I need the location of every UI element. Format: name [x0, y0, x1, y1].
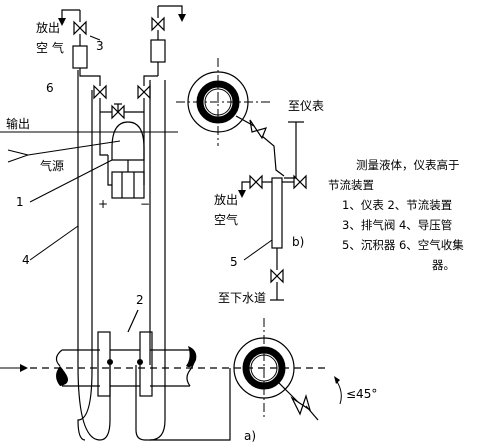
instrument-1: [107, 121, 145, 199]
legend-item: 器。: [432, 258, 455, 272]
output-label: 输出: [6, 116, 30, 131]
diagram-b: [176, 58, 307, 301]
label-4: 4: [22, 253, 30, 267]
to-drain-label: 至下水道: [218, 291, 266, 305]
vent-air-top-label-2: 空 气: [36, 40, 64, 55]
air-collector-6: [58, 9, 88, 69]
legend-item: 3、排气阀 4、导压管: [342, 218, 453, 232]
label-3: 3: [96, 39, 104, 53]
orifice-assembly: [97, 309, 153, 397]
label-b: b): [292, 235, 304, 249]
vent-air-right-label-1: 放出: [214, 192, 238, 207]
legend: 测量液体，仪表高于 节流装置 1、仪表 2、节流装置 3、排气阀 4、导压管 5…: [322, 155, 482, 275]
plus-sign: +: [98, 197, 108, 211]
legend-title-line-2: 节流装置: [328, 178, 374, 192]
label-a: a): [244, 429, 256, 443]
legend-title-line-1: 测量液体，仪表高于: [356, 158, 460, 172]
vent-air-top-label-1: 放出: [36, 20, 60, 35]
angle-label: ≤45°: [346, 387, 377, 401]
legend-item: 1、仪表 2、节流装置: [342, 198, 453, 212]
minus-sign: −: [140, 197, 150, 211]
label-1: 1: [16, 195, 24, 209]
label-2: 2: [136, 293, 144, 307]
label-5: 5: [230, 255, 238, 269]
vent-air-right-label-2: 空气: [214, 212, 238, 227]
air-source-label: 气源: [40, 158, 64, 173]
valve-manifold: [79, 68, 158, 185]
air-collector-right: [150, 5, 186, 76]
label-6: 6: [46, 81, 54, 95]
impulse-lines: [77, 70, 231, 441]
main-pipe: [55, 346, 197, 387]
legend-item: 5、沉积器 6、空气收集: [342, 238, 464, 252]
diagram-a: [0, 5, 330, 441]
diagram-a-section: [233, 318, 342, 421]
to-instrument-label: 至仪表: [288, 99, 324, 113]
